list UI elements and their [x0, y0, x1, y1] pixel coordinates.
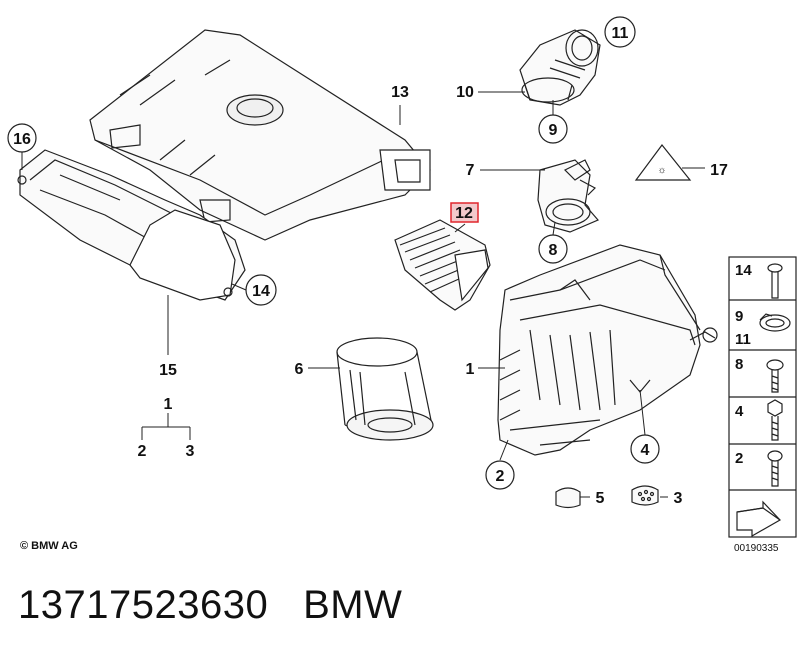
hose-clamp-icon: [759, 313, 791, 332]
part-number: 13717523630: [18, 583, 269, 627]
tree-right-label: 3: [186, 443, 195, 460]
stud-bolt-icon: [767, 450, 783, 487]
callout-9-label: 9: [549, 122, 558, 139]
copyright-text: © BMW AG: [20, 540, 78, 552]
callout-7-label: 7: [466, 162, 475, 179]
air-filter-part: [336, 337, 434, 441]
callout-16: 16: [7, 123, 37, 153]
callout-8-label: 8: [549, 242, 558, 259]
arrow-pointer-icon: [736, 500, 781, 538]
footer-caption: 13717523630 BMW: [18, 583, 402, 628]
legend-label-2: 2: [735, 450, 743, 467]
cap-part: [555, 487, 581, 509]
callout-4-label: 4: [641, 442, 650, 459]
warning-label-icon: ☼: [657, 165, 666, 176]
tree-left-label: 2: [138, 443, 147, 460]
bolt-icon: [767, 263, 783, 299]
engine-cover-part: [89, 29, 431, 241]
hardware-legend: 14 9 11 8 4 2: [728, 256, 797, 538]
legend-label-9: 9: [735, 308, 743, 325]
callout-5-label: 5: [596, 490, 605, 507]
warning-label-part: ☼: [634, 144, 692, 181]
intake-hose-part: [519, 29, 601, 106]
tree-top-label: 1: [164, 396, 173, 413]
screw-icon: [766, 359, 784, 393]
callout-1-label: 1: [466, 361, 475, 378]
callout-14: 14: [245, 274, 277, 306]
callout-3-label: 3: [674, 490, 683, 507]
callout-17-label: 17: [710, 162, 728, 179]
highlighted-hose-part: [394, 219, 491, 311]
brand-name: BMW: [303, 583, 403, 627]
callout-8: 8: [538, 234, 568, 264]
legend-label-4: 4: [735, 403, 744, 420]
callout-4: 4: [630, 434, 660, 464]
callout-11: 11: [604, 16, 636, 48]
callout-15-label: 15: [159, 362, 177, 379]
highlight-box: [450, 202, 479, 223]
callout-14-label: 14: [252, 283, 270, 300]
diagram-id: 00190335: [734, 543, 779, 554]
filter-housing-part: [497, 244, 718, 456]
legend-label-8: 8: [735, 356, 743, 373]
callout-12-label: 12: [455, 205, 473, 222]
callout-10-label: 10: [456, 84, 474, 101]
air-duct-part: [17, 149, 246, 301]
air-mass-meter-part: [537, 159, 599, 233]
callout-9: 9: [538, 114, 568, 144]
hex-bolt-icon: [767, 399, 783, 441]
callout-13-label: 13: [391, 84, 409, 101]
callout-11-label: 11: [612, 25, 629, 42]
callout-2: 2: [485, 460, 515, 490]
callout-6-label: 6: [295, 361, 304, 378]
callout-16-label: 16: [13, 131, 31, 148]
callout-2-label: 2: [496, 468, 505, 485]
legend-label-14: 14: [735, 262, 752, 279]
leader-lines: [21, 91, 705, 498]
legend-label-11: 11: [735, 331, 751, 348]
grommet-part: [631, 485, 659, 506]
